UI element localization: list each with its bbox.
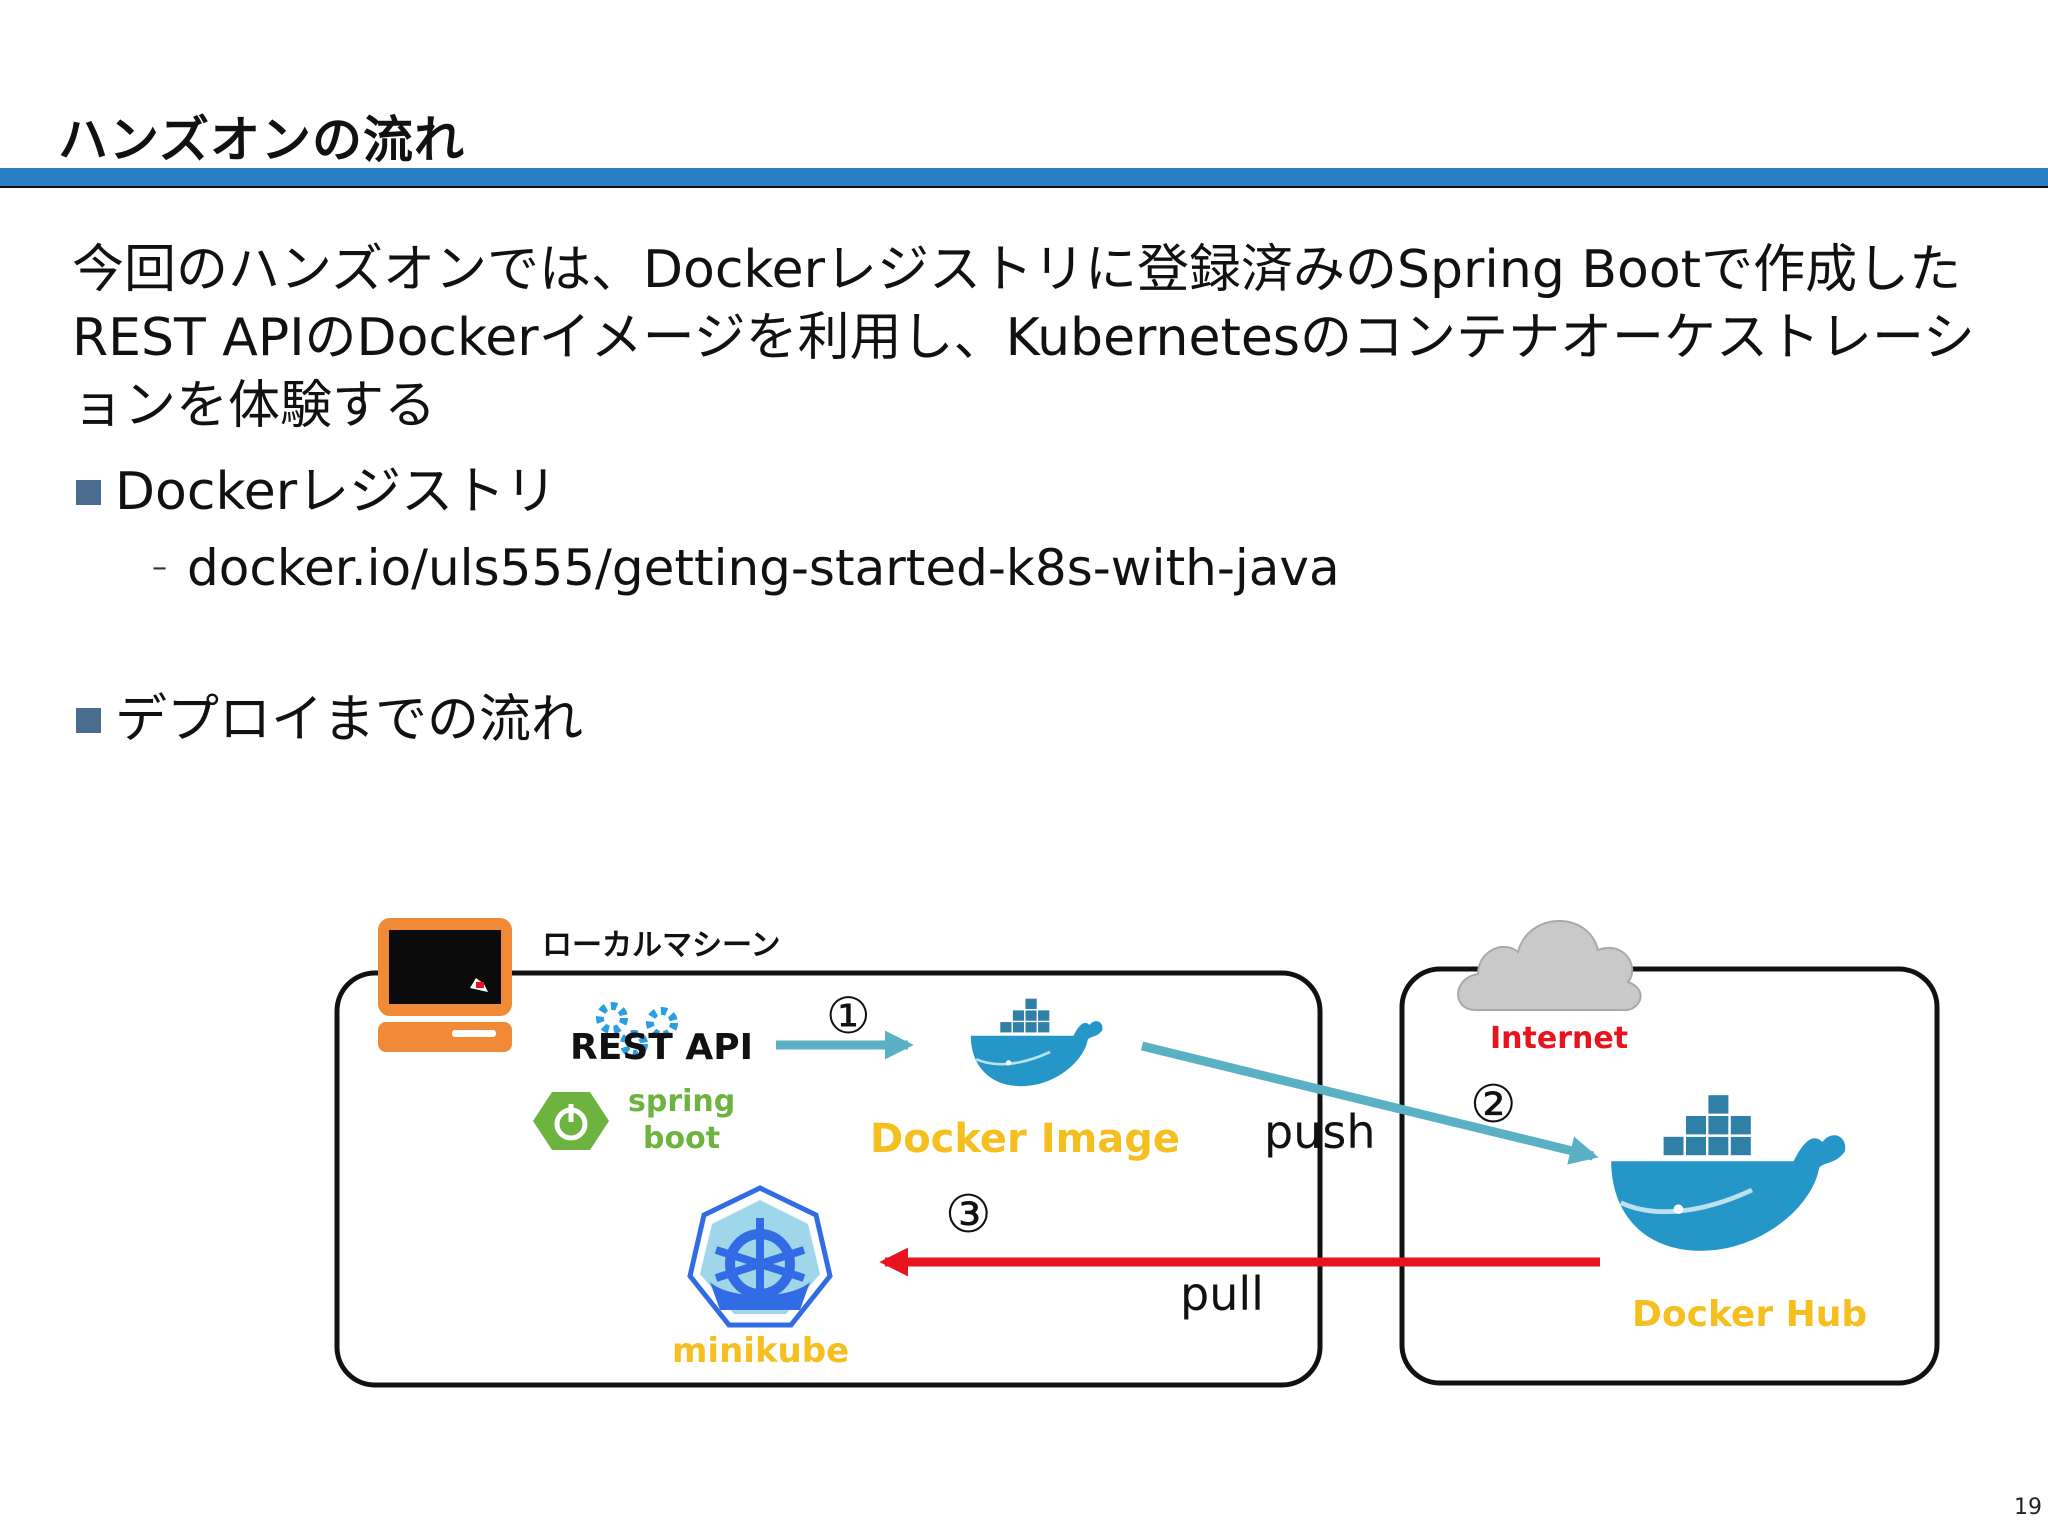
spring-boot-icon [533,1092,609,1150]
step-1-marker: ① [826,987,871,1045]
pull-label: pull [1180,1267,1264,1321]
step-2-marker: ② [1470,1075,1517,1135]
square-bullet-icon [76,707,101,733]
intro-text: 今回のハンズオンでは、Dockerレジストリに登録済みのSpring Bootで… [72,240,1975,436]
bullet-deploy-flow: デプロイまでの流れ [76,686,583,754]
docker-image-icon [969,996,1104,1088]
docker-hub-label: Docker Hub [1632,1294,1867,1335]
minikube-icon [687,1185,833,1328]
dash-icon: – [152,550,167,585]
push-arrow [1140,1041,1599,1165]
internet-label: Internet [1490,1021,1628,1056]
docker-hub-icon [1611,1094,1845,1251]
page-number: 19 [2014,1495,2042,1520]
local-machine-box [334,970,1323,1388]
bullet-docker-registry: Dockerレジストリ [76,458,557,526]
spring-label: spring [628,1084,735,1119]
registry-url: docker.io/uls555/getting-started-k8s-wit… [187,539,1340,597]
rest-api-label: REST API [570,1027,753,1068]
step-3-marker: ③ [945,1185,992,1245]
title-rule-line [0,186,2048,188]
push-label: push [1264,1105,1375,1159]
cloud-icon [1457,920,1642,1012]
docker-image-label: Docker Image [870,1116,1180,1162]
computer-icon [378,918,512,1052]
gears-icon [596,1002,678,1058]
square-bullet-icon [76,479,101,505]
boot-label: boot [643,1121,720,1156]
bullet-label: Dockerレジストリ [115,462,558,522]
title-rule [0,168,2048,186]
local-machine-label: ローカルマシーン [542,928,781,963]
minikube-label: minikube [672,1331,849,1371]
bullet-label: デプロイまでの流れ [115,690,584,750]
slide-title: ハンズオンの流れ [58,111,465,169]
sub-item-registry-url: – docker.io/uls555/getting-started-k8s-w… [152,534,1340,602]
internet-box [1399,966,1940,1386]
